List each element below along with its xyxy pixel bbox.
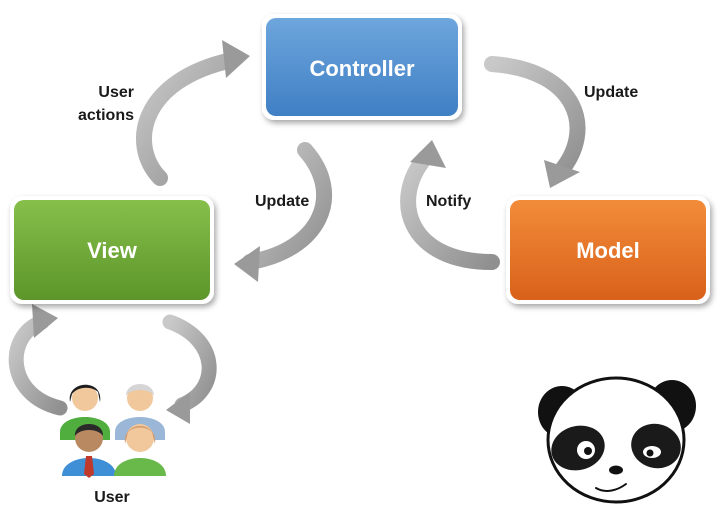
users-group-icon xyxy=(60,384,166,478)
user-actions-label-line2: actions xyxy=(78,107,134,124)
user-man-tie-icon xyxy=(62,424,116,478)
model-label: Model xyxy=(576,238,640,263)
model-box: Model xyxy=(506,196,710,304)
panda-face-icon xyxy=(538,376,696,504)
update-model-label: Update xyxy=(584,84,638,101)
view-box: View xyxy=(10,196,214,304)
notify-arrow xyxy=(400,140,500,270)
user-woman-green-icon xyxy=(114,424,166,476)
update-model-arrow xyxy=(484,56,586,188)
user-to-view-arrow xyxy=(8,304,68,416)
update-view-label: Update xyxy=(255,193,309,210)
controller-box: Controller xyxy=(262,14,462,120)
user-actions-arrow xyxy=(136,40,250,186)
user-actions-label-line1: User xyxy=(98,84,134,101)
view-to-user-arrow xyxy=(162,314,217,424)
notify-label: Notify xyxy=(426,193,471,210)
update-view-arrow xyxy=(234,142,332,282)
user-label: User xyxy=(94,489,130,506)
view-label: View xyxy=(87,238,138,263)
controller-label: Controller xyxy=(309,56,415,81)
